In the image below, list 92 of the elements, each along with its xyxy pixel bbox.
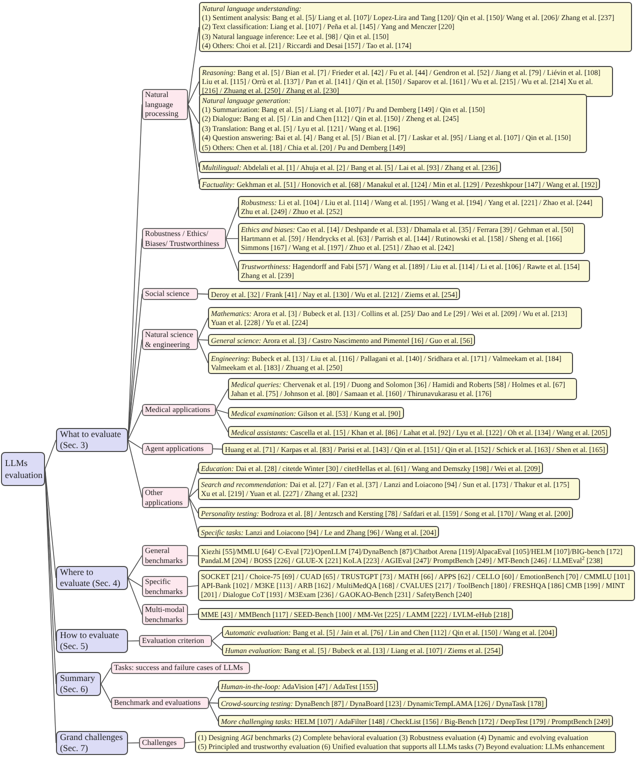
connector-line — [226, 238, 238, 272]
section-box — [56, 672, 101, 696]
section-box — [56, 566, 128, 590]
reference-box — [228, 407, 404, 420]
category-box — [142, 487, 189, 508]
connector-line — [128, 339, 142, 440]
connector-line — [208, 686, 218, 704]
root-label: LLMs evaluation — [5, 457, 41, 481]
connector-line — [212, 448, 222, 450]
category-box — [142, 576, 188, 598]
reference-box — [218, 680, 378, 692]
category-box — [139, 635, 212, 647]
category-box — [111, 697, 209, 709]
reference-box — [198, 608, 513, 620]
connector-line — [100, 667, 112, 684]
category-box — [142, 228, 226, 250]
connector-line — [208, 702, 218, 704]
connector-line — [128, 440, 142, 498]
reference-box — [208, 307, 582, 329]
connector-line — [188, 104, 200, 124]
section-box — [56, 629, 128, 653]
connector-line — [188, 585, 198, 587]
section-label: Summary (Sec. 6) — [60, 673, 96, 695]
reference-box — [198, 478, 580, 500]
connector-line — [212, 632, 222, 642]
connector-line — [128, 440, 142, 450]
connector-line — [128, 640, 140, 642]
connector-line — [128, 742, 140, 744]
category-box — [142, 89, 188, 120]
reference-box — [218, 715, 614, 728]
connector-line — [198, 339, 208, 364]
category-box — [142, 288, 198, 300]
connector-line — [188, 468, 198, 498]
reference-box — [218, 697, 547, 710]
reference-box — [198, 462, 544, 474]
section-label: Grand challenges (Sec. 7) — [60, 732, 124, 754]
connector-line — [188, 26, 200, 105]
connector-line — [128, 578, 142, 587]
category-box — [142, 545, 188, 566]
reference-box — [199, 94, 587, 154]
reference-box — [208, 288, 460, 300]
reference-box — [208, 334, 476, 346]
connector-line — [208, 702, 218, 722]
reference-box — [198, 526, 440, 538]
category-box — [142, 329, 198, 350]
reference-box — [195, 731, 616, 753]
section-label: How to evaluate (Sec. 5) — [60, 630, 120, 652]
connector-line — [188, 104, 200, 185]
connector-line — [100, 684, 112, 704]
reference-box — [199, 161, 501, 174]
reference-box — [199, 178, 600, 190]
section-box — [56, 731, 128, 755]
connector-line — [226, 238, 238, 240]
connector-line — [184, 742, 196, 744]
connector-line — [198, 293, 208, 295]
reference-box — [222, 443, 608, 456]
connector-line — [212, 640, 222, 651]
section-box — [56, 428, 128, 452]
connector-line — [188, 497, 198, 533]
category-box — [111, 662, 250, 674]
connector-line — [188, 497, 198, 514]
connector-line — [188, 104, 200, 168]
connector-line — [188, 614, 198, 615]
section-label: Where to evaluate (Sec. 4) — [60, 567, 122, 589]
connector-line — [198, 339, 208, 341]
reference-box — [222, 644, 504, 656]
connector-line — [226, 206, 238, 239]
reference-box — [222, 626, 558, 638]
reference-box — [208, 352, 573, 374]
reference-box — [198, 545, 635, 567]
category-box — [142, 404, 216, 416]
connector-line — [44, 440, 56, 470]
reference-box — [228, 426, 610, 438]
reference-box — [238, 196, 603, 218]
category-box — [142, 443, 213, 455]
category-box — [139, 737, 185, 749]
connector-line — [128, 409, 142, 440]
connector-line — [128, 578, 142, 615]
reference-box — [238, 260, 590, 282]
reference-box — [228, 378, 577, 400]
connector-line — [128, 555, 142, 578]
root-box — [1, 452, 45, 486]
section-label: What to evaluate (Sec. 3) — [60, 429, 122, 451]
connector-line — [188, 81, 200, 105]
reference-box — [198, 507, 574, 520]
connector-line — [188, 488, 198, 498]
connector-line — [188, 555, 198, 556]
connector-line — [216, 409, 228, 414]
connector-line — [216, 409, 228, 433]
connector-line — [216, 388, 228, 410]
reference-box — [199, 2, 632, 52]
connector-line — [198, 318, 208, 340]
